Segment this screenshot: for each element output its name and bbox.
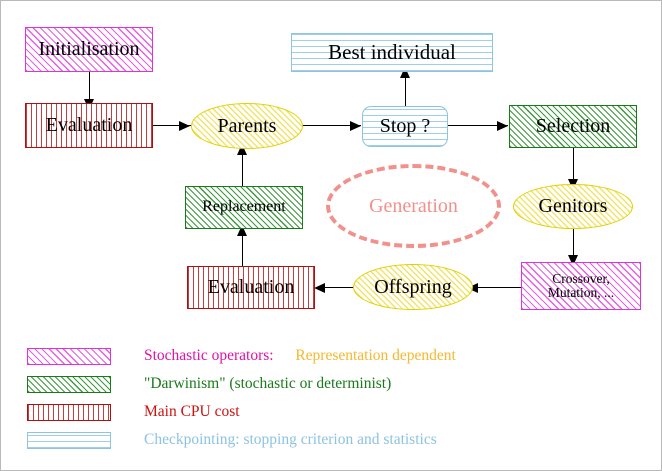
connector-evaluation-to-parents [153,125,191,126]
arrowhead-stop-to-best-individual [400,67,410,78]
node-genitors-label: Genitors [538,195,608,217]
connector-replacement-to-parents [242,149,243,186]
legend-text-cpu-cost: Main CPU cost [144,403,240,421]
legend-row-stochastic: Stochastic operators: Representation dep… [27,347,456,365]
legend-text-darwinism: "Darwinism" (stochastic or determinist) [144,375,391,393]
node-stop[interactable]: Stop ? [362,106,448,147]
legend-row-cpu-cost: Main CPU cost [27,403,240,421]
arrowhead-stop-to-selection [497,121,508,131]
node-operators-line1: Crossover, [552,270,610,286]
legend-label-stochastic-primary: Stochastic operators: [144,347,274,364]
node-evaluation-top-label: Evaluation [45,114,133,136]
node-best-individual[interactable]: Best individual [291,33,493,72]
node-stop-label: Stop ? [379,115,431,137]
node-parents[interactable]: Parents [191,103,303,149]
node-parents-label: Parents [217,114,277,137]
connector-stop-to-selection [448,125,508,126]
node-selection-label: Selection [535,115,611,137]
legend-row-checkpointing: Checkpointing: stopping criterion and st… [27,431,437,449]
arrowhead-genitors-to-operators [568,255,578,266]
node-selection[interactable]: Selection [509,105,637,148]
legend-label-stochastic-secondary: Representation dependent [295,347,456,364]
connector-offspring-to-evaluation [316,287,361,288]
legend-swatch-stochastic-operators [27,347,111,365]
node-initialisation[interactable]: Initialisation [25,27,153,72]
legend-row-darwinism: "Darwinism" (stochastic or determinist) [27,375,391,393]
legend-swatch-darwinism [27,375,111,393]
connector-stop-to-best-individual [405,72,406,106]
node-replacement-label: Replacement [202,198,286,216]
connector-evaluation-to-replacement [242,229,243,267]
arrowhead-evaluation-to-parents [179,121,190,131]
legend-label-checkpointing: Checkpointing: stopping criterion and st… [144,431,437,448]
connector-selection-to-genitors [573,148,574,184]
node-offspring-label: Offspring [374,275,452,298]
node-best-individual-label: Best individual [328,40,456,65]
node-offspring[interactable]: Offspring [353,264,473,310]
connector-initialisation-to-evaluation [89,72,90,102]
arrowhead-offspring-to-evaluation [314,283,325,293]
arrowhead-replacement-to-parents [237,144,247,155]
legend-label-cpu-cost: Main CPU cost [144,403,240,420]
arrowhead-parents-to-stop [350,121,361,131]
connector-operators-to-offspring [471,287,521,288]
node-evaluation-bottom[interactable]: Evaluation [187,266,315,309]
node-operators-line2: Mutation, ... [547,285,615,300]
connector-parents-to-stop [302,125,361,126]
node-operators[interactable]: Crossover, Mutation, ... [521,262,641,310]
legend-label-darwinism: "Darwinism" (stochastic or determinist) [144,375,392,392]
legend-swatch-cpu-cost [27,403,111,421]
legend-text-checkpointing: Checkpointing: stopping criterion and st… [144,431,437,449]
legend-swatch-checkpointing [27,431,111,449]
arrowhead-evaluation-to-replacement [237,225,247,236]
node-initialisation-label: Initialisation [38,38,140,60]
connector-genitors-to-operators [573,228,574,261]
generation-cycle-ellipse: Generation [326,164,501,248]
node-evaluation-top[interactable]: Evaluation [25,103,153,148]
node-replacement[interactable]: Replacement [185,186,303,229]
node-genitors[interactable]: Genitors [513,184,633,229]
node-evaluation-bottom-label: Evaluation [207,276,295,298]
generation-label: Generation [369,194,458,217]
legend-text-stochastic: Stochastic operators: Representation dep… [144,347,456,365]
